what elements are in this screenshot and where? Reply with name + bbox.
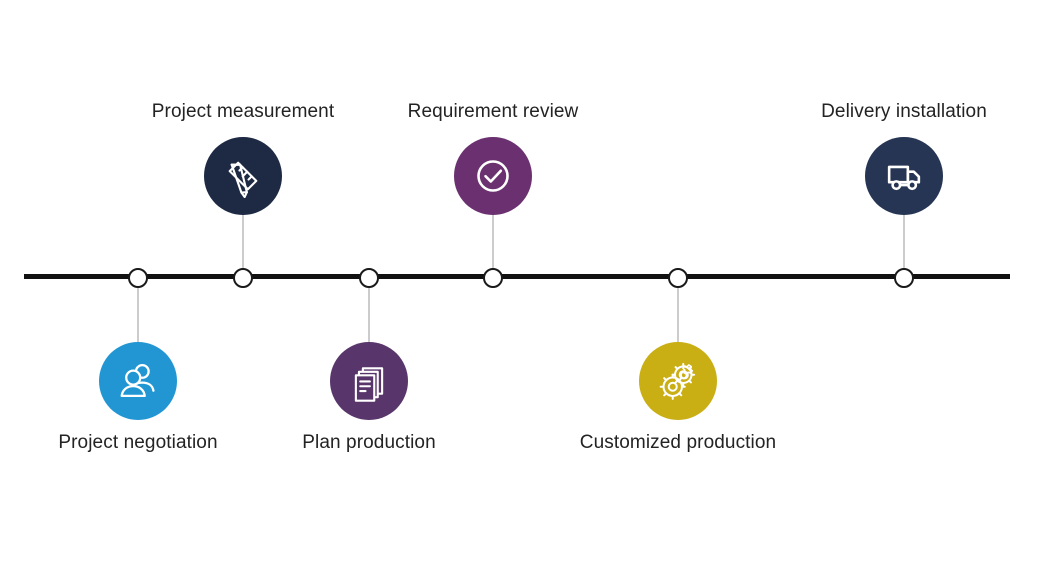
label-project-negotiation: Project negotiation [58, 432, 218, 453]
timeline-node-project-measurement[interactable] [233, 268, 253, 288]
check-circle-icon [469, 152, 517, 200]
icon-bubble-delivery-installation[interactable] [865, 137, 943, 215]
stem-project-measurement [242, 214, 244, 278]
two-users-icon [115, 358, 161, 404]
stem-project-negotiation [137, 280, 139, 343]
icon-bubble-project-negotiation[interactable] [99, 342, 177, 420]
timeline-node-delivery-installation[interactable] [894, 268, 914, 288]
stem-delivery-installation [903, 214, 905, 278]
timeline-axis [24, 274, 1010, 279]
stem-customized-production [677, 280, 679, 343]
timeline-node-plan-production[interactable] [359, 268, 379, 288]
stem-plan-production [368, 280, 370, 343]
documents-icon [348, 360, 390, 402]
stem-requirement-review [492, 214, 494, 278]
delivery-truck-icon [881, 153, 927, 199]
timeline-node-requirement-review[interactable] [483, 268, 503, 288]
pencil-ruler-icon [221, 154, 265, 198]
label-requirement-review: Requirement review [407, 101, 579, 122]
label-delivery-installation: Delivery installation [821, 101, 987, 122]
icon-bubble-project-measurement[interactable] [204, 137, 282, 215]
label-project-measurement: Project measurement [151, 101, 335, 122]
icon-bubble-requirement-review[interactable] [454, 137, 532, 215]
icon-bubble-customized-production[interactable] [639, 342, 717, 420]
gears-icon [655, 358, 701, 404]
timeline-node-customized-production[interactable] [668, 268, 688, 288]
label-customized-production: Customized production [579, 432, 777, 453]
icon-bubble-plan-production[interactable] [330, 342, 408, 420]
label-plan-production: Plan production [302, 432, 436, 453]
timeline-node-project-negotiation[interactable] [128, 268, 148, 288]
